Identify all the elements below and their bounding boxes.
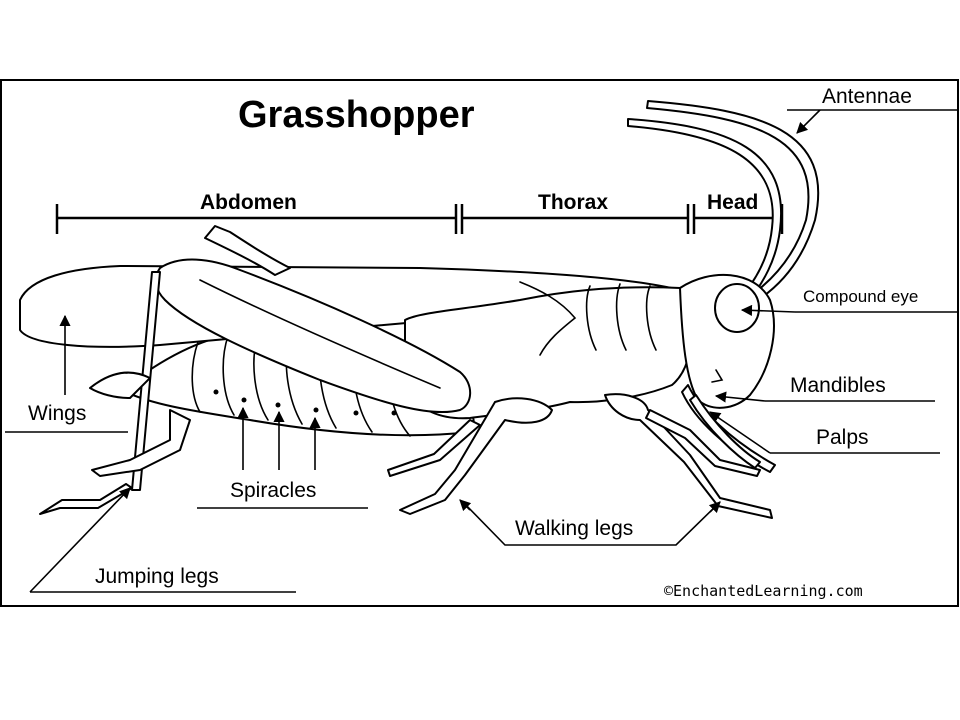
region-rulers [55, 204, 784, 234]
label-wings: Wings [28, 402, 86, 425]
label-mandibles: Mandibles [790, 374, 886, 397]
label-palps: Palps [816, 426, 869, 449]
compound-eye [714, 283, 760, 333]
walking-leg-middle [399, 397, 553, 515]
label-antennae: Antennae [822, 85, 912, 108]
walking-leg-front [604, 393, 773, 519]
label-walking-legs: Walking legs [515, 517, 633, 540]
spiracle-dots [213, 389, 397, 416]
jumping-leg-femur [154, 258, 472, 414]
label-spiracles: Spiracles [230, 479, 316, 502]
label-compound-eye: Compound eye [803, 287, 918, 306]
label-jumping-legs: Jumping legs [95, 565, 219, 588]
thorax [404, 286, 693, 420]
diagram-title: Grasshopper [238, 94, 475, 136]
region-label-thorax: Thorax [538, 191, 608, 214]
region-label-head: Head [707, 191, 758, 214]
credit-text: ©EnchantedLearning.com [664, 582, 863, 600]
region-label-abdomen: Abdomen [200, 191, 297, 214]
grasshopper-illustration [19, 100, 820, 519]
